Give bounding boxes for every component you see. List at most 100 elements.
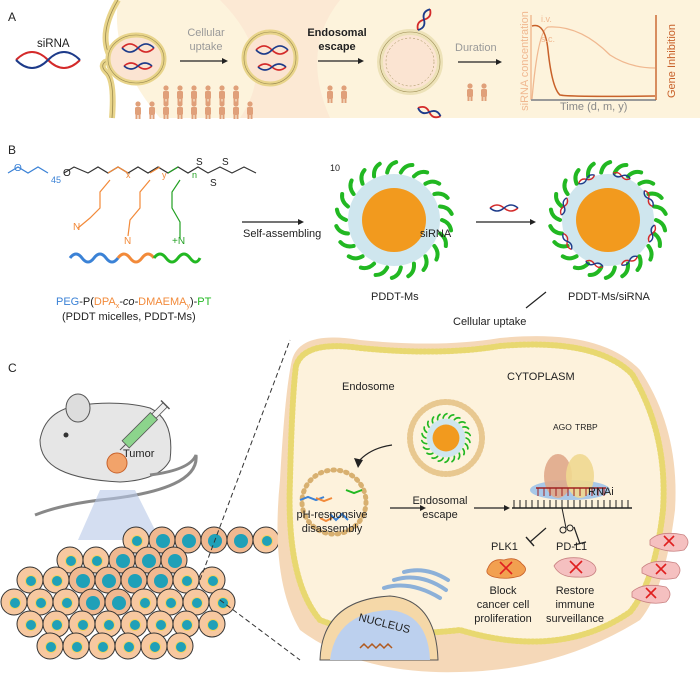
atom-s3: S <box>210 178 217 189</box>
sirna-icon <box>489 204 519 212</box>
micelle2-label: PDDT-Ms/siRNA <box>568 291 650 303</box>
normal-cell <box>172 610 200 638</box>
trbp-label: TRBP <box>575 422 598 432</box>
label-line: Endosomal <box>307 27 367 39</box>
endosomal-escape-label: Endosomal escape <box>302 26 372 54</box>
tumor-cell <box>134 546 162 574</box>
formula-dmaema-sub: y <box>186 303 190 311</box>
person-icon <box>341 85 347 103</box>
ago-label: AGO <box>553 422 572 432</box>
label-line: disassembly <box>301 523 363 535</box>
bound-sirna <box>585 259 604 269</box>
inhibit-plk1 <box>529 527 547 543</box>
x-mark <box>569 560 583 574</box>
bound-sirna <box>643 189 654 208</box>
person-icon <box>149 101 155 119</box>
tumor-icon <box>106 452 128 474</box>
tumor-cell <box>148 526 176 554</box>
normal-cell <box>114 632 142 660</box>
panel-letter-a: A <box>8 10 17 24</box>
atom-n-dpa: N <box>124 236 132 247</box>
label-line: escape <box>318 41 356 53</box>
endosome-label: Endosome <box>342 381 395 393</box>
formula-dmaema: DMAEMA <box>138 296 187 308</box>
cellular-uptake-label-b: Cellular uptake <box>453 316 527 328</box>
label-line: Restore <box>555 585 595 597</box>
scissors-icon <box>559 507 574 534</box>
normal-cell <box>140 632 168 660</box>
label-line: proliferation <box>474 613 532 625</box>
plk1-effect-label: Block cancer cell proliferation <box>468 584 538 626</box>
plot-ylabel-left: siRNA concentration <box>519 11 531 111</box>
magnification-beam <box>78 490 160 540</box>
normal-cell <box>16 610 44 638</box>
formula-pt: PT <box>197 296 212 308</box>
duration-label: Duration <box>455 42 497 54</box>
person-icon <box>327 85 333 103</box>
subscript-x: x <box>126 170 131 180</box>
normal-cell <box>156 588 184 616</box>
tumor-cell <box>78 588 106 616</box>
endosomal-escape-label-c: Endosomal escape <box>410 494 470 522</box>
panel-letter-c: C <box>8 361 17 375</box>
atom-o-peg: O <box>14 163 22 174</box>
inhibit-pdl1 <box>573 526 581 545</box>
bound-sirna <box>620 255 639 266</box>
formula-co: -co- <box>119 296 139 308</box>
bound-sirna <box>612 171 631 181</box>
disassembly-label: pH-responsive disassembly <box>292 508 372 536</box>
disassembled-vesicle <box>299 467 369 537</box>
syringe-icon <box>119 399 171 451</box>
people-icons <box>135 83 487 119</box>
person-icon <box>177 85 183 103</box>
label-line: surveillance <box>545 613 605 625</box>
arrow-cellular-uptake <box>525 291 547 309</box>
normal-cell <box>42 610 70 638</box>
person-icon <box>247 101 253 119</box>
label-line: Endosomal <box>412 495 468 507</box>
person-icon <box>205 101 211 119</box>
membrane-pdl1 <box>631 532 689 604</box>
sirna-icon <box>15 51 81 69</box>
normal-cell <box>252 526 280 554</box>
atom-n-dma: N <box>73 222 81 233</box>
bound-sirna <box>647 224 657 243</box>
trbp-protein <box>566 454 594 498</box>
label-line: Cellular <box>187 27 225 39</box>
normal-cell <box>16 566 44 594</box>
tumor-cell <box>200 526 228 554</box>
mrna-strand <box>512 500 632 509</box>
endosome-micelle <box>420 412 472 464</box>
micelle1-label: PDDT-Ms <box>371 291 419 303</box>
atom-o-ester: O <box>63 168 71 179</box>
normal-cell <box>146 610 174 638</box>
person-icon <box>219 101 225 119</box>
panel-letter-b: B <box>8 143 17 157</box>
person-icon <box>219 85 225 103</box>
tumor-label: Tumor <box>123 448 155 460</box>
normal-cell <box>52 588 80 616</box>
polymer-structure <box>7 166 257 264</box>
label-line: cancer cell <box>476 599 530 611</box>
tumor-cell <box>174 526 202 554</box>
bound-sirna <box>577 174 596 185</box>
formula-peg: PEG <box>56 296 80 308</box>
plk1-label: PLK1 <box>491 541 518 553</box>
formula-close: )- <box>189 296 198 308</box>
formula-caption: (PDDT micelles, PDDT-Ms) <box>62 311 196 323</box>
guide-strand <box>536 487 606 496</box>
label-line: escape <box>422 509 458 521</box>
ago-protein <box>544 454 572 498</box>
micelle-pddt-ms <box>334 160 454 280</box>
bound-sirna <box>559 197 569 216</box>
sirna-in-vesicle <box>121 43 155 53</box>
plot-ylabel-right: Gene Inhibition <box>666 24 678 98</box>
pdl1-effect-label: Restore immune surveillance <box>540 584 610 626</box>
person-icon <box>467 83 473 101</box>
curve-sc <box>531 26 656 100</box>
person-icon <box>481 83 487 101</box>
peg-repeat: 45 <box>51 175 62 185</box>
sirna-arrow-label: siRNA <box>420 228 452 240</box>
person-icon <box>233 85 239 103</box>
tumor-cell <box>160 546 188 574</box>
